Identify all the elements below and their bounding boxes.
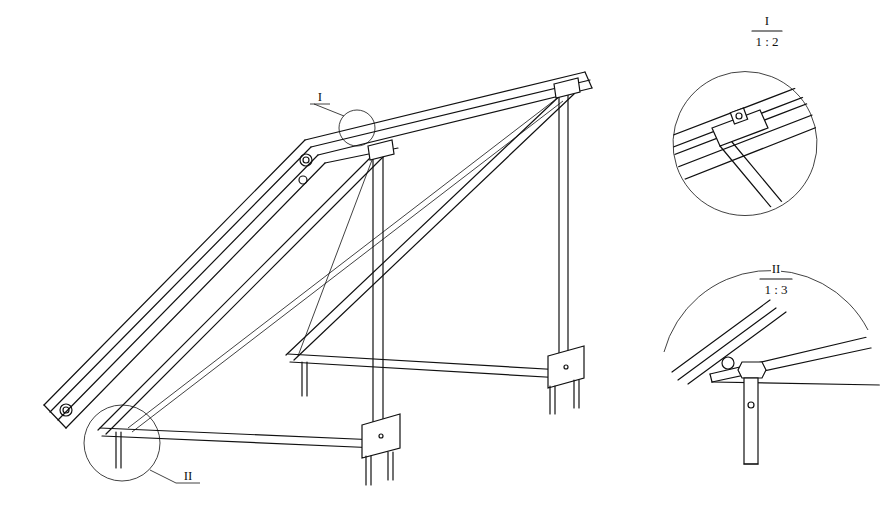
detail-callouts — [84, 104, 375, 483]
collector-panel — [44, 72, 592, 428]
detail-title: I — [764, 14, 770, 27]
detail-scale: 1 : 3 — [763, 283, 788, 296]
detail-view-i — [660, 31, 830, 230]
callout-label: I — [317, 90, 323, 103]
support-rails — [98, 78, 584, 485]
detail-view-ii — [664, 270, 880, 464]
detail-title: II — [771, 262, 782, 275]
detail-scale: 1 : 2 — [754, 35, 779, 48]
callout-label: II — [183, 469, 194, 482]
